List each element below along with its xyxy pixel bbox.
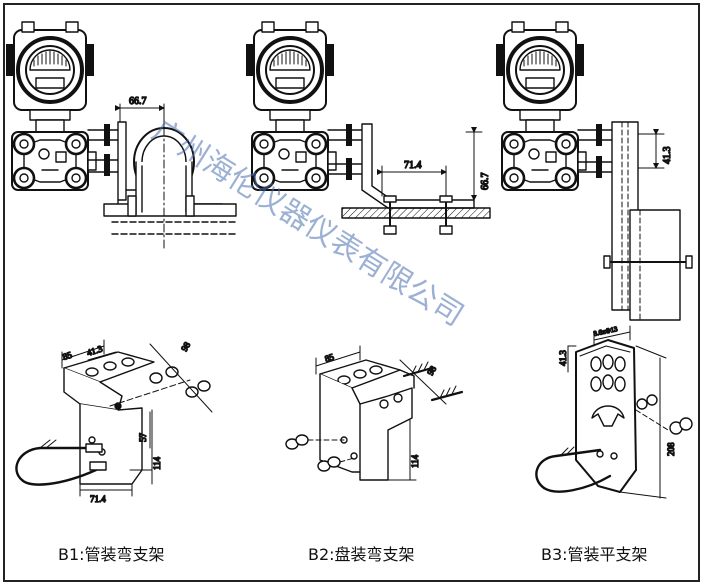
outer-frame [3,3,700,582]
bottom-b1-dims [61,339,213,497]
bottom-b3-bracket [535,339,693,493]
top-b2-bracket [327,123,491,235]
caption-b1: B1:管装弯支架 [58,545,165,564]
top-b1-transmitter [4,20,98,192]
top-b1-dim-width-label: 66.7 [129,96,147,107]
top-b3-transmitter [494,20,588,192]
top-b3-dims [637,129,665,169]
bottom-b1-bracket [15,351,211,486]
top-b2-dim-width-label: 71.4 [404,160,422,171]
bottom-b3-dims [567,325,667,499]
bottom-b1-dim-top-a: 85 [62,349,74,361]
top-b1-bracket [87,121,237,249]
bottom-b2-dim-height: 114 [410,454,420,468]
caption-b2: B2:盘装弯支架 [308,545,415,564]
bottom-b1-dim-r: 57 [138,433,148,443]
caption-b3: B3:管装平支架 [541,545,648,564]
bottom-b1-dim-height: 114 [152,456,162,470]
bottom-b3-dim-height: 208 [666,442,676,456]
top-b3-bracket [577,121,693,321]
top-b3-dim-height-label: 41.3 [662,147,673,165]
bottom-b2-dim-right: 98 [425,364,438,377]
bottom-b2-dims [315,345,447,481]
bottom-b3-dim-top-a: 41.3 [558,350,568,366]
bottom-b1-dim-right: 98 [179,340,192,353]
top-b2-dims [377,127,483,201]
bottom-b3-dim-top-b: 8.6xΦ13 [593,325,619,338]
top-b1-dim-width [115,103,165,129]
bottom-b2-dim-top: 85 [324,351,336,363]
top-b2-transmitter [244,20,338,192]
top-b2-dim-height-label: 66.7 [480,173,491,191]
bottom-b1-dim-bottom: 71.4 [90,494,106,504]
bottom-b2-bracket [285,359,464,481]
